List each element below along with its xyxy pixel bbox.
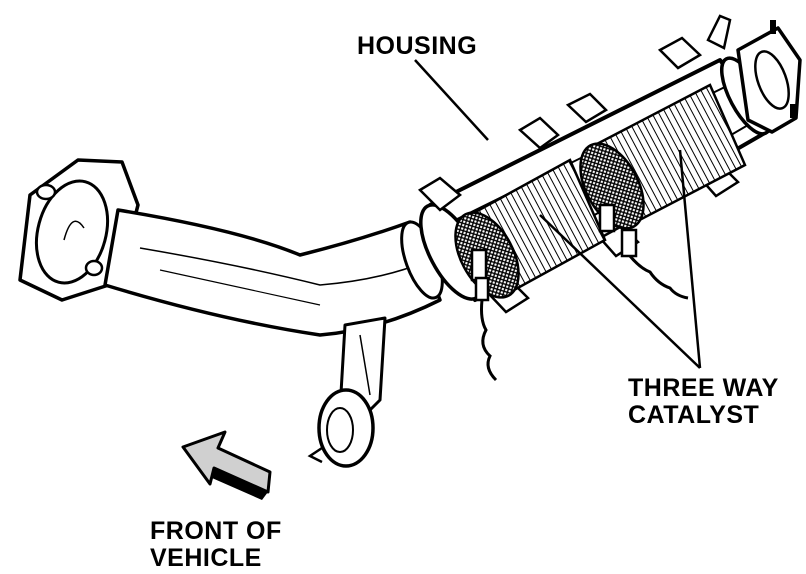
housing-label: HOUSING bbox=[357, 32, 478, 60]
front-flange bbox=[18, 158, 140, 302]
front-of-vehicle-label-line2: VEHICLE bbox=[150, 544, 262, 572]
catalyst-element-rear bbox=[579, 83, 747, 230]
sensor-front bbox=[470, 248, 498, 382]
hanger-bracket bbox=[307, 316, 387, 468]
direction-arrow-icon bbox=[181, 430, 272, 500]
sensor-rear bbox=[598, 203, 689, 300]
three-way-catalyst-label-line2: CATALYST bbox=[628, 401, 760, 429]
rear-flange bbox=[706, 14, 802, 134]
front-of-vehicle-label-line1: FRONT OF bbox=[150, 517, 282, 545]
exhaust-pipe bbox=[103, 208, 444, 337]
leader-lines bbox=[414, 59, 702, 369]
three-way-catalyst-label-line1: THREE WAY bbox=[628, 374, 779, 402]
